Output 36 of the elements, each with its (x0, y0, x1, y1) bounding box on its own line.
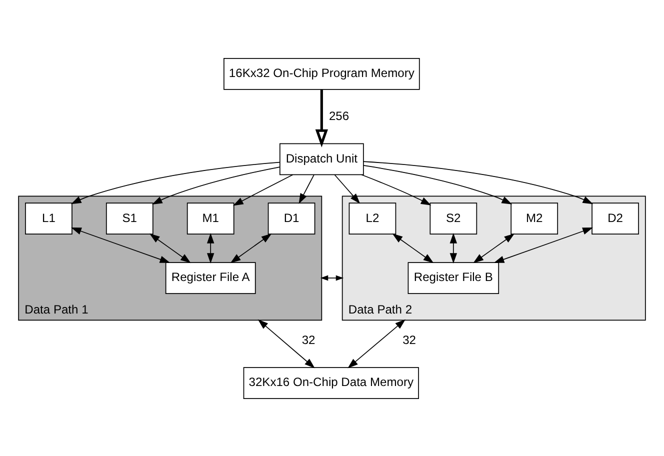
edge-label: 32 (302, 332, 316, 347)
arrow (348, 318, 406, 368)
arrow (494, 227, 593, 262)
node-box: M1 (186, 202, 234, 234)
arrow (315, 89, 328, 147)
edge-label: 256 (328, 108, 350, 123)
node-box: Register File B (408, 262, 500, 294)
node-box: 16Kx32 On-Chip Program Memory (224, 58, 420, 90)
arrow (334, 174, 360, 204)
node-box: 32Kx16 On-Chip Data Memory (243, 366, 419, 398)
arrow (258, 318, 315, 368)
arrow (298, 174, 314, 204)
node-box: S1 (106, 202, 154, 234)
arrow (230, 233, 272, 263)
node-box: D1 (268, 202, 316, 234)
arrow (149, 233, 191, 263)
node-box: Register File A (165, 262, 256, 294)
arrow (473, 233, 515, 263)
arrow (361, 174, 432, 205)
arrow (450, 232, 458, 263)
arrow (320, 274, 344, 280)
arrow (206, 232, 214, 263)
edge-label: 32 (402, 332, 416, 347)
arrow (70, 161, 280, 204)
arrow (232, 174, 294, 206)
arrow (152, 166, 280, 204)
node-box: L1 (25, 202, 72, 234)
node-box: S2 (430, 202, 478, 234)
arrow (363, 164, 512, 204)
node-box: L2 (348, 202, 396, 234)
arrow (392, 233, 434, 263)
arrow (363, 160, 594, 204)
node-box: M2 (510, 202, 558, 234)
arrow (71, 227, 170, 262)
node-box: D2 (592, 202, 639, 234)
node-box: Dispatch Unit (279, 142, 364, 175)
